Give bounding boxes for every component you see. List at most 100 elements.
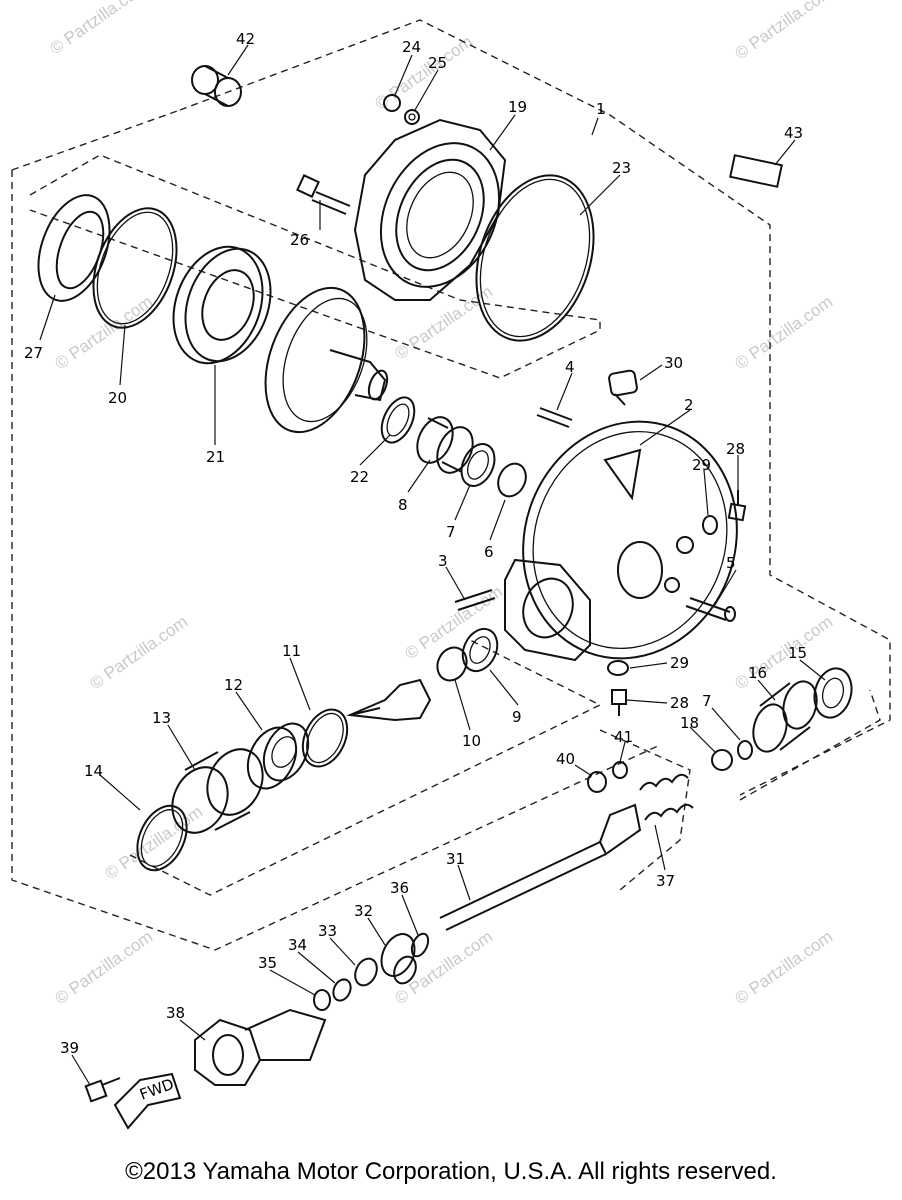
callout-p36: 36	[390, 879, 409, 897]
washer-25	[404, 109, 420, 125]
washer-29-lower	[607, 660, 629, 676]
callout-p29b: 29	[670, 654, 689, 672]
callout-p16: 16	[748, 664, 767, 682]
callout-p20: 20	[108, 389, 127, 407]
callout-p3: 3	[438, 552, 448, 570]
callout-p43: 43	[784, 124, 803, 142]
leader-lines	[39, 44, 826, 1086]
watermark-layer: © Partzilla.com © Partzilla.com © Partzill…	[46, 0, 836, 1008]
callout-p26: 26	[290, 231, 309, 249]
bolt-39	[84, 1077, 121, 1103]
watermark-text: © Partzilla.com	[51, 927, 156, 1008]
callout-p28b: 28	[670, 694, 689, 712]
watermark-text: © Partzilla.com	[731, 0, 836, 63]
callout-p32: 32	[354, 902, 373, 920]
bearing-housing-13	[171, 748, 264, 834]
callout-p14: 14	[84, 762, 103, 780]
gear-case-2	[504, 420, 738, 662]
callout-p9: 9	[512, 708, 522, 726]
nut-35	[313, 989, 331, 1011]
collar-6	[497, 462, 527, 498]
callout-p24: 24	[402, 38, 421, 56]
part-drawings: FWD	[37, 65, 853, 1130]
watermark-text: © Partzilla.com	[46, 0, 151, 58]
bolt-26	[296, 174, 351, 215]
callout-p7b: 7	[702, 692, 712, 710]
callout-p19: 19	[508, 98, 527, 116]
washer-7	[737, 740, 753, 760]
nut-24	[383, 94, 401, 112]
callout-p12: 12	[224, 676, 243, 694]
cap-30	[608, 369, 638, 406]
callout-p30: 30	[664, 354, 683, 372]
watermark-text: © Partzilla.com	[731, 927, 836, 1008]
callout-p1: 1	[596, 100, 606, 118]
callout-p4: 4	[565, 358, 575, 376]
ring-20	[92, 207, 178, 329]
ring-gear	[264, 286, 389, 434]
fwd-arrow-icon: FWD	[113, 1072, 182, 1130]
pin-5	[685, 597, 736, 622]
watermark-text: © Partzilla.com	[371, 32, 476, 113]
watermark-text: © Partzilla.com	[51, 292, 156, 373]
callout-p40: 40	[556, 750, 575, 768]
plate-43	[729, 154, 783, 188]
callout-p38: 38	[166, 1004, 185, 1022]
collar-42	[191, 65, 242, 107]
watermark-text: © Partzilla.com	[731, 292, 836, 373]
washer-29	[702, 515, 718, 535]
bearing-housing-19	[353, 118, 507, 301]
bearing-8	[416, 416, 474, 474]
washer-33	[354, 957, 378, 987]
callout-p37: 37	[656, 872, 675, 890]
seal-15	[813, 667, 853, 719]
watermark-text: © Partzilla.com	[86, 612, 191, 693]
callout-p10: 10	[462, 732, 481, 750]
bearing-32	[380, 933, 416, 977]
nut-18	[711, 749, 733, 771]
callout-p33: 33	[318, 922, 337, 940]
ring-14	[136, 804, 188, 872]
clip-36	[410, 932, 430, 958]
seal-27	[37, 194, 111, 302]
callout-p27: 27	[24, 344, 43, 362]
callout-p25: 25	[428, 54, 447, 72]
spring-37	[639, 773, 694, 821]
callout-p13: 13	[152, 709, 171, 727]
sleeve-16	[752, 680, 818, 753]
drive-shaft-31	[439, 803, 642, 931]
callout-p7a: 7	[446, 523, 456, 541]
callout-p15: 15	[788, 644, 807, 662]
watermark-text: © Partzilla.com	[401, 582, 506, 663]
callout-p31: 31	[446, 850, 465, 868]
washer-41	[612, 761, 628, 779]
bolt-28-lower	[611, 689, 627, 716]
bearing-21	[172, 245, 272, 365]
washer-34	[332, 978, 352, 1002]
shim-22	[380, 396, 416, 444]
universal-joint-38	[194, 1008, 327, 1086]
callout-p21: 21	[206, 448, 225, 466]
callout-p22: 22	[350, 468, 369, 486]
callout-p6: 6	[484, 543, 494, 561]
shim-7	[460, 443, 496, 487]
o-ring-23	[475, 174, 595, 342]
stud-4	[536, 407, 573, 428]
callout-p2: 2	[684, 396, 694, 414]
callout-p8: 8	[398, 496, 408, 514]
callout-p39: 39	[60, 1039, 79, 1057]
copyright-footer: ©2013 Yamaha Motor Corporation, U.S.A. A…	[125, 1158, 777, 1185]
ring-11	[301, 708, 349, 768]
collar-40	[587, 771, 607, 793]
bearing-9	[461, 627, 499, 673]
drive-pinion	[346, 678, 432, 722]
callout-p42: 42	[236, 30, 255, 48]
callout-p34: 34	[288, 936, 307, 954]
callout-p41: 41	[614, 728, 633, 746]
watermark-text: © Partzilla.com	[391, 282, 496, 363]
stud-3	[454, 589, 496, 611]
callout-p5: 5	[726, 554, 736, 572]
callout-p23: 23	[612, 159, 631, 177]
callout-p29a: 29	[692, 456, 711, 474]
